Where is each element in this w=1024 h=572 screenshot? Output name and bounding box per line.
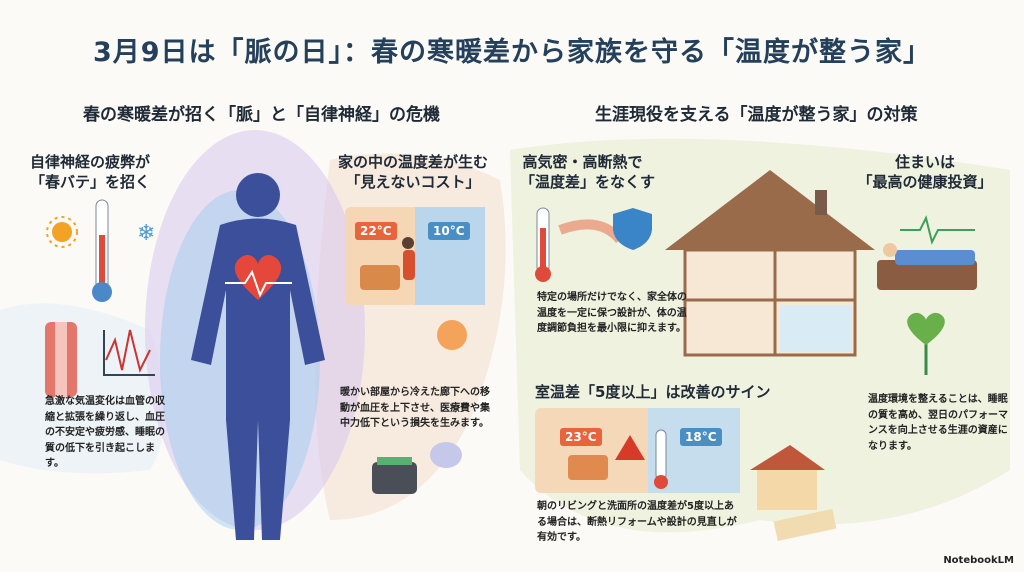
- notebooklm-brand: NotebookLM: [943, 555, 1014, 566]
- renovation-house-icon: [750, 445, 837, 542]
- card-hidden-cost-title: 家の中の温度差が生む「見えないコスト」: [338, 153, 489, 192]
- wallet-icon: [372, 457, 417, 494]
- card-insulation-body: 特定の場所だけでなく、家全体の温度を一定に保つ設計が、体の温度調節負担を最小限に…: [537, 292, 687, 334]
- human-body-figure: [191, 173, 325, 540]
- card-investment-title: 住まいは「最高の健康投資」: [857, 153, 993, 192]
- shield-check-icon: [613, 208, 652, 250]
- living-room-temp: 23°C: [560, 428, 602, 446]
- card-temp-diff-body: 朝のリビングと洗面所の温度差が5度以上ある場合は、断熱リフォームや設計の見直しが…: [537, 501, 737, 543]
- snowflake-icon: ❄: [137, 221, 155, 246]
- stressed-face-icon: [437, 320, 467, 350]
- heartbeat-line-icon: [900, 215, 975, 245]
- washroom-temp: 18°C: [680, 428, 722, 446]
- temperature-comparison-illustration: [535, 408, 740, 493]
- brain-icon: [430, 442, 462, 468]
- thermometer-icon: [92, 199, 112, 302]
- card-hidden-cost-body: 暖かい部屋から冷えた廊下への移動が血圧を上下させ、医療費や集中力低下という損失を…: [340, 387, 490, 429]
- heart-icon: [234, 255, 282, 300]
- cold-hall-temp: 10°C: [428, 222, 470, 240]
- card-investment-body: 温度環境を整えることは、睡眠の質を高め、翌日のパフォーマンスを向上させる生涯の資…: [868, 394, 1008, 452]
- card-autonomic-title: 自律神経の疲弊が「春バテ」を招く: [29, 153, 150, 192]
- plant-heart-icon: [907, 312, 945, 375]
- blood-vessel-icon: [45, 322, 77, 397]
- warning-icon: [615, 435, 645, 460]
- card-autonomic-body: 急激な気温変化は血管の収縮と拡張を繰り返し、血圧の不安定や疲労感、睡眠の質の低下…: [45, 396, 165, 469]
- right-section-heading: 生涯現役を支える「温度が整う家」の対策: [595, 105, 918, 125]
- left-section-heading: 春の寒暖差が招く「脈」と「自律神経」の危機: [83, 105, 440, 125]
- house-cross-section: [665, 170, 875, 357]
- sun-icon: [46, 216, 78, 248]
- bed-sleeping-icon: [877, 243, 977, 290]
- card-insulation-title: 高気密・高断熱で「温度差」をなくす: [520, 153, 656, 192]
- page-title: 3月9日は「脈の日」：春の寒暖差から家族を守る「温度が整う家」: [92, 37, 932, 68]
- pulse-chart-icon: [103, 329, 155, 376]
- card-temp-diff-title: 室温差「5度以上」は改善のサイン: [535, 383, 771, 401]
- warm-room-temp: 22°C: [355, 222, 397, 240]
